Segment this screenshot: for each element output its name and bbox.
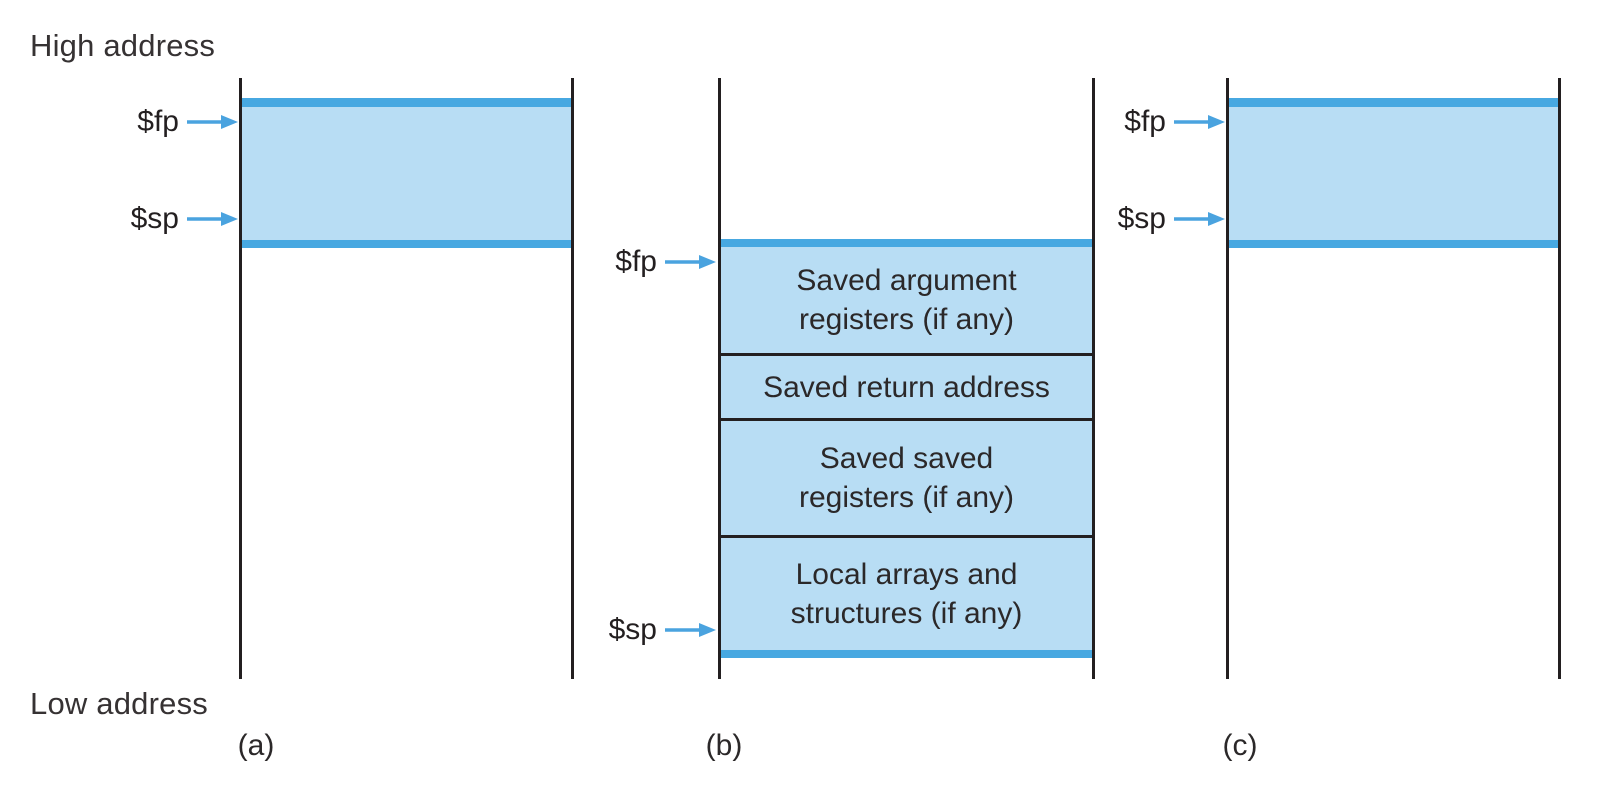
stack-a-fp-pointer: $fp (137, 105, 238, 138)
stack-b-sp-pointer: $sp (608, 613, 716, 646)
stack-b-separator (721, 535, 1092, 538)
stack-c-left-rail (1226, 78, 1229, 679)
stack-c-fp-pointer: $fp (1124, 105, 1225, 138)
stack-b-bottom-edge (721, 650, 1092, 658)
stack-a-left-rail (239, 78, 242, 679)
stack-b-top-edge (721, 239, 1092, 247)
sp-label: $sp (130, 202, 179, 235)
stack-b-separator (721, 353, 1092, 356)
sp-label: $sp (608, 613, 657, 646)
arrow-right-icon (665, 255, 716, 269)
stack-b-separator (721, 418, 1092, 421)
arrow-right-icon (187, 115, 238, 129)
arrow-right-icon (187, 212, 238, 226)
stack-b-right-rail (1092, 78, 1095, 679)
high-address-label: High address (30, 28, 216, 63)
sp-label: $sp (1117, 202, 1166, 235)
stack-c-allocated-band (1229, 98, 1558, 248)
stack-c-sp-pointer: $sp (1117, 202, 1225, 235)
stack-a-right-rail (571, 78, 574, 679)
stack-a-sp-pointer: $sp (130, 202, 238, 235)
stack-b-fp-pointer: $fp (615, 245, 716, 278)
stack-b-box-saved-saved-registers: Saved saved registers (if any) (721, 421, 1092, 535)
low-address-label: Low address (30, 686, 208, 721)
stack-b-caption: (b) (705, 729, 743, 762)
stack-a-allocated-band (242, 98, 571, 248)
stack-b-box-local-arrays-structures: Local arrays and structures (if any) (721, 538, 1092, 650)
arrow-right-icon (1174, 212, 1225, 226)
fp-label: $fp (1124, 105, 1166, 138)
stack-b-box-saved-argument-registers: Saved argument registers (if any) (721, 247, 1092, 353)
fp-label: $fp (137, 105, 179, 138)
stack-c-caption: (c) (1222, 729, 1258, 762)
stack-c-right-rail (1558, 78, 1561, 679)
fp-label: $fp (615, 245, 657, 278)
stack-b-left-rail (718, 78, 721, 679)
arrow-right-icon (1174, 115, 1225, 129)
stack-b-box-saved-return-address: Saved return address (721, 356, 1092, 418)
stack-a-caption: (a) (237, 729, 275, 762)
arrow-right-icon (665, 623, 716, 637)
